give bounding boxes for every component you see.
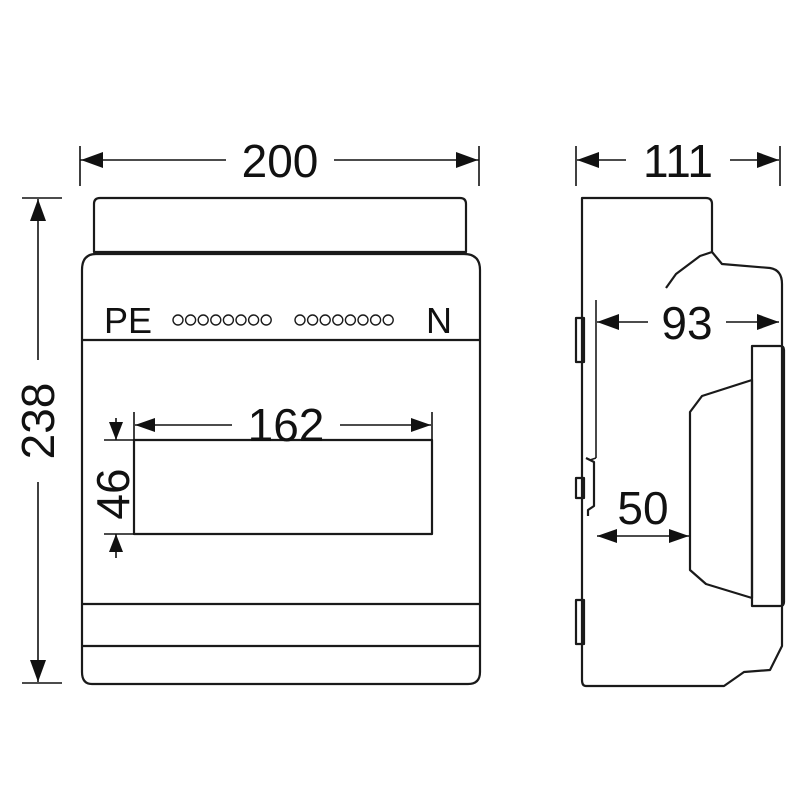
mount-tab-middle	[574, 476, 586, 500]
side-view	[574, 196, 786, 688]
terminal-screw	[344, 314, 357, 326]
side-door	[750, 344, 786, 608]
n-terminal-row	[294, 314, 394, 326]
window-width-dimension: 162	[133, 399, 433, 451]
n-label: N	[426, 300, 452, 341]
depth-dimension: 111	[575, 135, 781, 187]
pe-label: PE	[104, 300, 152, 341]
side-cap-step	[665, 250, 713, 289]
din-rail-clip	[585, 457, 596, 516]
front-top-cap	[92, 196, 468, 254]
inner-depth-value: 93	[661, 297, 712, 349]
side-body	[580, 196, 784, 688]
height-value: 238	[12, 383, 64, 460]
width-dimension: 200	[79, 135, 480, 187]
terminal-screw	[369, 314, 382, 326]
terminal-screw	[184, 314, 197, 326]
terminal-screw	[357, 314, 369, 326]
window-height-dimension: 46	[87, 418, 139, 558]
front-body	[80, 252, 482, 686]
terminal-screw	[332, 314, 344, 326]
module-window	[132, 438, 434, 536]
terminal-screw	[294, 314, 306, 326]
pe-terminal-row	[172, 314, 272, 326]
window-width-value: 162	[248, 399, 325, 451]
module-depth-value: 50	[617, 482, 668, 534]
terminal-screw	[260, 314, 272, 326]
terminal-screw	[197, 314, 209, 326]
terminal-screw	[172, 314, 184, 326]
terminal-screw	[319, 314, 331, 326]
width-value: 200	[242, 135, 319, 187]
terminal-screw	[306, 314, 319, 326]
terminal-screw	[210, 314, 222, 326]
height-dimension: 238	[12, 197, 64, 684]
mount-tab-lower	[574, 598, 586, 646]
mount-tab-upper	[574, 316, 586, 364]
front-view: PE N	[80, 196, 482, 686]
window-height-value: 46	[87, 468, 139, 519]
terminal-screw	[247, 314, 260, 326]
inner-depth-dimension: 93	[597, 297, 779, 349]
depth-value: 111	[643, 135, 713, 187]
terminal-screw	[235, 314, 247, 326]
terminal-screw	[222, 314, 235, 326]
terminal-screw	[382, 314, 394, 326]
module-depth-dimension: 50	[597, 482, 689, 543]
module-profile	[688, 378, 754, 600]
